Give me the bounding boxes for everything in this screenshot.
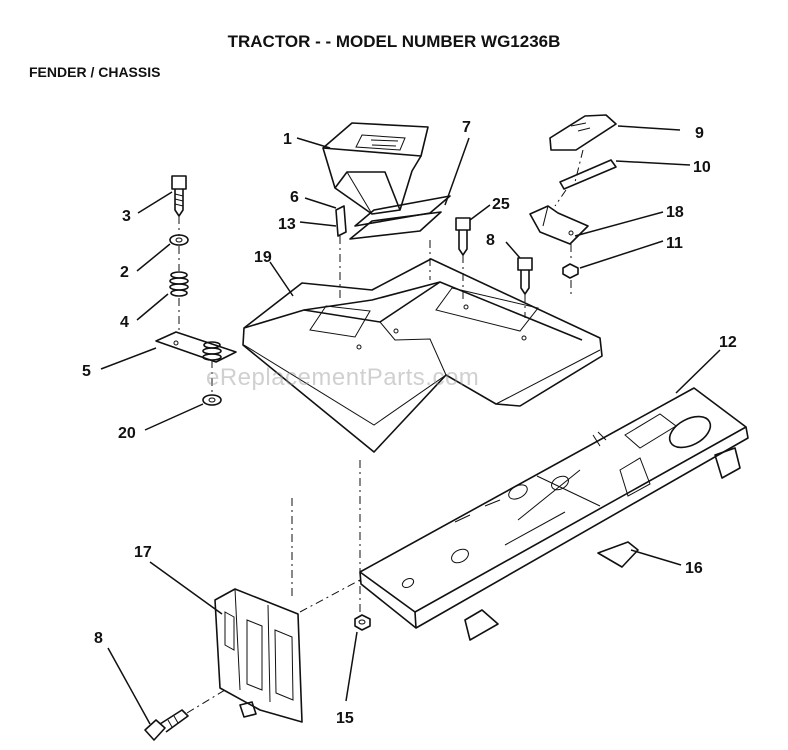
callout-10: 10 <box>693 159 711 176</box>
watermark: eReplacementParts.com <box>206 364 480 391</box>
callout-16: 16 <box>685 560 703 577</box>
part-6-13-pin <box>335 205 347 237</box>
part-16-bracket <box>597 541 639 568</box>
part-15-nut <box>354 614 371 631</box>
part-7-decal <box>349 195 451 240</box>
part-20-washer <box>202 394 222 406</box>
part-2-washer <box>169 234 189 246</box>
callout-18: 18 <box>666 204 684 221</box>
part-25-screw <box>455 217 471 256</box>
callout-13: 13 <box>278 216 296 233</box>
part-11-nut <box>562 263 579 279</box>
diagram-title: TRACTOR - - MODEL NUMBER WG1236B <box>227 32 561 51</box>
part-10-plate <box>559 159 617 190</box>
callout-8-upper: 8 <box>486 232 495 249</box>
part-9-cover <box>549 114 617 151</box>
callout-5: 5 <box>82 363 91 380</box>
callout-3: 3 <box>122 208 131 225</box>
part-8-bolt-upper <box>517 257 533 295</box>
callout-25: 25 <box>492 196 510 213</box>
part-3-bolt <box>171 175 187 217</box>
callout-12: 12 <box>719 334 737 351</box>
callout-labels: 1 7 9 10 6 13 3 25 18 8 11 2 19 4 12 5 2… <box>82 119 737 727</box>
callout-19: 19 <box>254 249 272 266</box>
callout-20: 20 <box>118 425 136 442</box>
part-5-bracket <box>155 331 237 363</box>
callout-9: 9 <box>695 125 704 142</box>
part-1-storage-tray <box>322 122 429 215</box>
callout-8-lower: 8 <box>94 630 103 647</box>
part-17-support-plate <box>214 588 303 723</box>
part-18-clip <box>529 205 589 245</box>
alignment-lines <box>178 149 584 714</box>
diagram-subtitle: FENDER / CHASSIS <box>29 64 161 80</box>
callout-4: 4 <box>120 314 129 331</box>
callout-17: 17 <box>134 544 152 561</box>
callout-1: 1 <box>283 131 292 148</box>
callout-7: 7 <box>462 119 471 136</box>
callout-6: 6 <box>290 189 299 206</box>
callout-2: 2 <box>120 264 129 281</box>
part-19-fender <box>242 258 603 453</box>
part-8-bolt-lower <box>144 709 189 741</box>
part-12-chassis <box>359 387 749 641</box>
callout-15: 15 <box>336 710 354 727</box>
callout-11: 11 <box>666 235 683 252</box>
part-4-spring <box>169 271 189 297</box>
leader-lines <box>100 125 721 725</box>
